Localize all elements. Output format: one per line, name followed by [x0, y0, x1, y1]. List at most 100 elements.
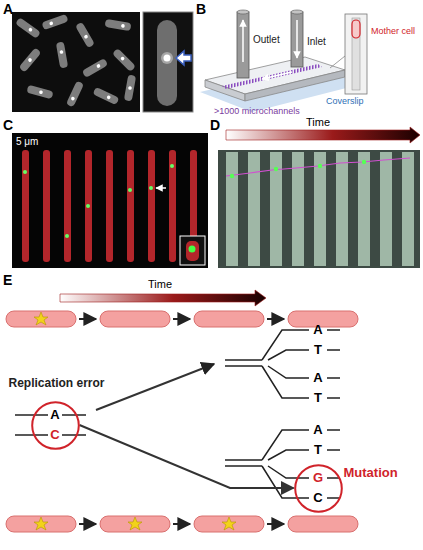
microscopy-panel	[70, 96, 75, 101]
microscopy-panel	[112, 48, 136, 72]
replication-fork	[225, 459, 262, 461]
kymograph-panel	[274, 167, 278, 171]
replication-fork	[225, 465, 262, 467]
replication-fork	[268, 450, 309, 460]
time-label: Time	[148, 278, 172, 291]
channel-label: >1000 microchannels	[214, 106, 300, 116]
microfluidic-device	[237, 10, 249, 14]
microscopy-panel	[124, 75, 136, 102]
cell-lineage-bottom	[173, 523, 190, 525]
microscopy-panel	[93, 87, 120, 105]
microscopy-panel	[28, 27, 33, 32]
base-letter: A	[313, 323, 322, 338]
microscopy-panel	[82, 58, 109, 78]
cell-lineage-top	[173, 318, 190, 320]
time-arrow	[60, 290, 266, 306]
cell-lineage-bottom	[34, 517, 48, 530]
cell-lineage-top	[100, 311, 170, 327]
replication-fork	[262, 330, 309, 360]
fluorescence-panel	[149, 186, 153, 190]
port-label: Inlet	[307, 36, 326, 48]
microscopy-panel	[75, 22, 95, 49]
kymograph-panel	[362, 160, 366, 164]
cell-lineage-top	[79, 318, 96, 320]
zoom-inset	[143, 12, 193, 112]
replication-fork	[327, 329, 340, 331]
circle-outline	[295, 465, 342, 512]
replication-fork	[327, 349, 340, 351]
kymograph-panel	[230, 174, 234, 178]
replication-fork	[262, 366, 309, 398]
microscopy-panel	[15, 17, 41, 38]
fluorescence-panel	[23, 170, 27, 174]
microfluidic-device	[200, 10, 367, 112]
microscopy-panel	[41, 14, 68, 30]
error-circle: Replication errorAC	[31, 401, 80, 450]
microscopy-panel	[41, 14, 68, 30]
fluorescence-panel	[156, 187, 166, 189]
cell-lineage-bottom	[222, 517, 236, 530]
panel-letter: B	[196, 1, 206, 17]
node-heading: Replication error	[9, 377, 105, 391]
cell-lineage-top	[288, 311, 358, 327]
microscopy-panel	[75, 22, 95, 49]
kymograph-panel	[226, 152, 238, 266]
replication-fork	[268, 366, 309, 378]
time-arrow	[226, 127, 420, 143]
replication-fork	[225, 359, 262, 361]
zoom-inset	[176, 51, 191, 65]
base-letter: C	[50, 428, 59, 443]
cell-lineage-bottom	[6, 516, 76, 532]
microscopy-panel	[27, 57, 32, 62]
microscopy-panel	[56, 42, 68, 69]
time-label: Time	[306, 116, 330, 129]
microscopy-panel	[121, 24, 125, 28]
base-letter: A	[313, 371, 322, 386]
cell-lineage-bottom	[128, 517, 142, 530]
replication-fork	[327, 377, 340, 379]
mutation-circle: MutationGC	[294, 464, 343, 513]
branch-arrow	[96, 364, 214, 410]
panel-letter: A	[3, 1, 13, 17]
replication-fork	[262, 430, 309, 460]
panel-letter: C	[3, 117, 13, 133]
cell-lineage-top	[6, 311, 76, 327]
microscopy-panel	[56, 42, 68, 69]
microscopy-panel	[84, 34, 89, 39]
microscopy-panel	[12, 12, 140, 112]
dna-strand	[62, 414, 86, 416]
fluorescence-panel	[169, 150, 176, 262]
microscopy-panel	[128, 86, 132, 90]
microfluidic-device	[352, 20, 360, 38]
microscopy-panel	[12, 12, 140, 112]
zoom-inset	[143, 12, 193, 112]
fluorescence-panel	[12, 133, 208, 268]
microscopy-panel	[124, 75, 136, 102]
fluorescence-panel	[43, 150, 50, 262]
microscopy-panel	[19, 47, 42, 72]
microfluidic-device	[330, 56, 345, 68]
microscopy-panel	[105, 19, 132, 31]
fluorescence-panel	[170, 164, 174, 168]
coverslip-label: Coverslip	[326, 96, 364, 106]
replication-fork	[225, 365, 262, 367]
base-letter: A	[50, 408, 59, 423]
fluorescence-panel	[186, 241, 199, 261]
kymograph-panel	[226, 158, 410, 176]
kymograph-panel	[218, 150, 420, 268]
kymograph-panel	[336, 152, 348, 266]
base-letter: T	[314, 443, 322, 458]
microscopy-panel	[66, 81, 84, 108]
microscopy-panel	[93, 87, 120, 105]
fluorescence-panel	[12, 133, 208, 268]
fluorescence-panel	[128, 188, 132, 192]
kymograph-panel	[358, 152, 370, 266]
kymograph-panel	[218, 150, 420, 268]
microscopy-panel	[120, 56, 125, 61]
scale-bar-label: 5 μm	[16, 136, 38, 148]
fluorescence-panel	[64, 150, 71, 262]
microscopy-panel	[26, 85, 53, 99]
replication-fork	[327, 429, 340, 431]
fluorescence-panel	[65, 234, 69, 238]
